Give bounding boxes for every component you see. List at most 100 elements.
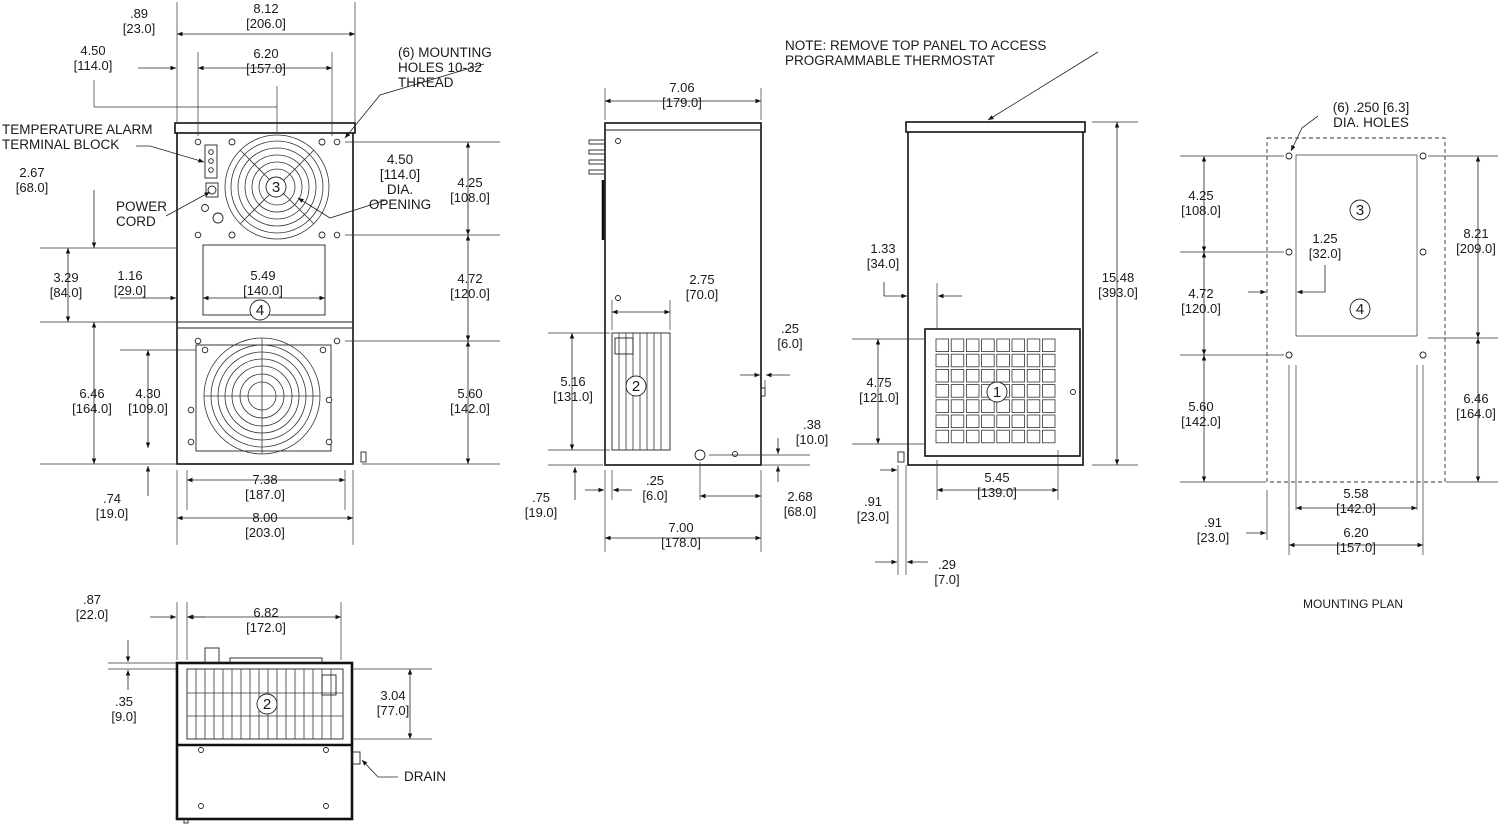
- dim-4-72-plan: 4.72: [1188, 286, 1213, 301]
- filter-cell: [1011, 414, 1026, 429]
- dim-0-29-mm: [7.0]: [934, 572, 959, 587]
- filter-cell: [1026, 384, 1041, 398]
- callout-2-side-label: 2: [632, 378, 640, 395]
- filter-cell: [966, 384, 980, 398]
- dim-2-67: 2.67: [19, 165, 44, 180]
- dim-4-25-plan-mm: [108.0]: [1181, 203, 1221, 218]
- filter-cell: [1042, 399, 1056, 413]
- filter-cell: [935, 399, 950, 413]
- dim-0-74: .74: [103, 491, 121, 506]
- dim-6-46-front-mm: [164.0]: [72, 401, 112, 416]
- dim-8-12: 8.12: [253, 1, 278, 16]
- filter-cell: [1042, 384, 1056, 398]
- note-temp-alarm-1: TEMPERATURE ALARM: [2, 122, 153, 137]
- filter-cell: [966, 399, 980, 413]
- callout-2-bottom-label: 2: [263, 696, 271, 713]
- note-mounting-holes-1: (6) MOUNTING: [398, 45, 492, 60]
- dim-3-04-mm: [77.0]: [377, 703, 410, 718]
- filter-cell: [996, 414, 1010, 429]
- dim-7-38: 7.38: [252, 472, 277, 487]
- dim-0-38-mm: [10.0]: [796, 432, 829, 447]
- lower-fan: [187, 337, 333, 455]
- filter-cell: [1042, 368, 1056, 383]
- dim-7-00: 7.00: [668, 520, 693, 535]
- dim-0-25-side-mm: [6.0]: [777, 336, 802, 351]
- dim-4-75: 4.75: [866, 375, 891, 390]
- dim-1-25: 1.25: [1312, 231, 1337, 246]
- dim-0-38: .38: [803, 417, 821, 432]
- filter-cell: [966, 414, 980, 429]
- dim-5-49-mm: [140.0]: [243, 283, 283, 298]
- note-temp-alarm-2: TERMINAL BLOCK: [2, 137, 119, 152]
- callout-4-plan: [1349, 298, 1371, 320]
- note-mounting-holes-2: HOLES 10-32: [398, 60, 482, 75]
- callout-3-plan-label: 3: [1356, 202, 1364, 219]
- filter-cell: [1011, 353, 1026, 368]
- dim-7-38-mm: [187.0]: [245, 487, 285, 502]
- rear-view: 1 1.33 [34.0] 15.48 [393.0] 4.75 [121.0]…: [785, 38, 1138, 587]
- dim-2-67-mm: [68.0]: [16, 180, 49, 195]
- callout-3-plan: [1349, 199, 1371, 221]
- filter-cell: [1026, 353, 1041, 368]
- dim-5-60-plan: 5.60: [1188, 399, 1213, 414]
- filter-cell: [966, 429, 980, 444]
- dim-0-91-plan: .91: [1204, 515, 1222, 530]
- dim-4-25-front-mm: [108.0]: [450, 190, 490, 205]
- dim-4-25-plan: 4.25: [1188, 188, 1213, 203]
- dim-2-68-mm: [68.0]: [784, 504, 817, 519]
- filter-cell: [935, 429, 950, 444]
- dim-5-16: 5.16: [560, 374, 585, 389]
- dim-6-46-plan: 6.46: [1463, 391, 1488, 406]
- dim-0-75-mm: [19.0]: [525, 505, 558, 520]
- dim-3-29-mm: [84.0]: [50, 285, 83, 300]
- filter-cell: [1011, 384, 1026, 398]
- filter-cell: [935, 338, 950, 353]
- filter-cell: [950, 414, 965, 429]
- note-dia-opening-1: 4.50: [387, 152, 413, 167]
- filter-cell: [981, 429, 995, 444]
- note-top-panel-2: PROGRAMMABLE THERMOSTAT: [785, 53, 995, 68]
- dim-8-21-mm: [209.0]: [1456, 241, 1496, 256]
- dim-5-60-front-mm: [142.0]: [450, 401, 490, 416]
- note-power-cord-2: CORD: [116, 214, 156, 229]
- dim-4-30: 4.30: [135, 386, 160, 401]
- filter-cell: [950, 384, 965, 398]
- filter-cell: [981, 368, 995, 383]
- filter-cell: [1026, 414, 1041, 429]
- dim-6-46-front: 6.46: [79, 386, 104, 401]
- callout-2-side: [625, 375, 647, 397]
- front-view: 3 4: [2, 1, 500, 545]
- filter-cell: [935, 368, 950, 383]
- dim-6-20-plan-mm: [157.0]: [1336, 540, 1376, 555]
- dim-4-50-front: 4.50: [80, 43, 105, 58]
- dim-5-45-mm: [139.0]: [977, 485, 1017, 500]
- filter-cell: [935, 353, 950, 368]
- note-drain: DRAIN: [404, 769, 446, 784]
- dim-0-74-mm: [19.0]: [96, 506, 129, 521]
- filter-cell: [935, 414, 950, 429]
- dim-5-58: 5.58: [1343, 486, 1368, 501]
- callout-2-bottom: [256, 693, 278, 715]
- dim-0-87: .87: [83, 592, 101, 607]
- filter-cell: [1026, 368, 1041, 383]
- note-dia-opening-4: OPENING: [369, 197, 431, 212]
- dim-5-49: 5.49: [250, 268, 275, 283]
- note-power-cord-1: POWER: [116, 199, 167, 214]
- filter-cells: [935, 338, 1056, 444]
- callout-1-label: 1: [993, 384, 1001, 401]
- filter-cell: [950, 399, 965, 413]
- dim-4-25-front: 4.25: [457, 175, 482, 190]
- mounting-plan-title: MOUNTING PLAN: [1303, 597, 1403, 611]
- bottom-view: 2 .87 [22.0] 6.82 [172.0] .35 [9.0] 3.04…: [76, 592, 446, 824]
- dim-0-25-bottom-mm: [6.0]: [642, 488, 667, 503]
- filter-cell: [950, 338, 965, 353]
- dim-0-91-rear: .91: [864, 494, 882, 509]
- filter-cell: [1011, 399, 1026, 413]
- dim-0-87-mm: [22.0]: [76, 607, 109, 622]
- dim-5-58-mm: [142.0]: [1336, 501, 1376, 516]
- filter-cell: [1026, 338, 1041, 353]
- filter-cell: [981, 414, 995, 429]
- dim-3-29: 3.29: [53, 270, 78, 285]
- filter-cell: [1042, 414, 1056, 429]
- dim-4-72-front: 4.72: [457, 271, 482, 286]
